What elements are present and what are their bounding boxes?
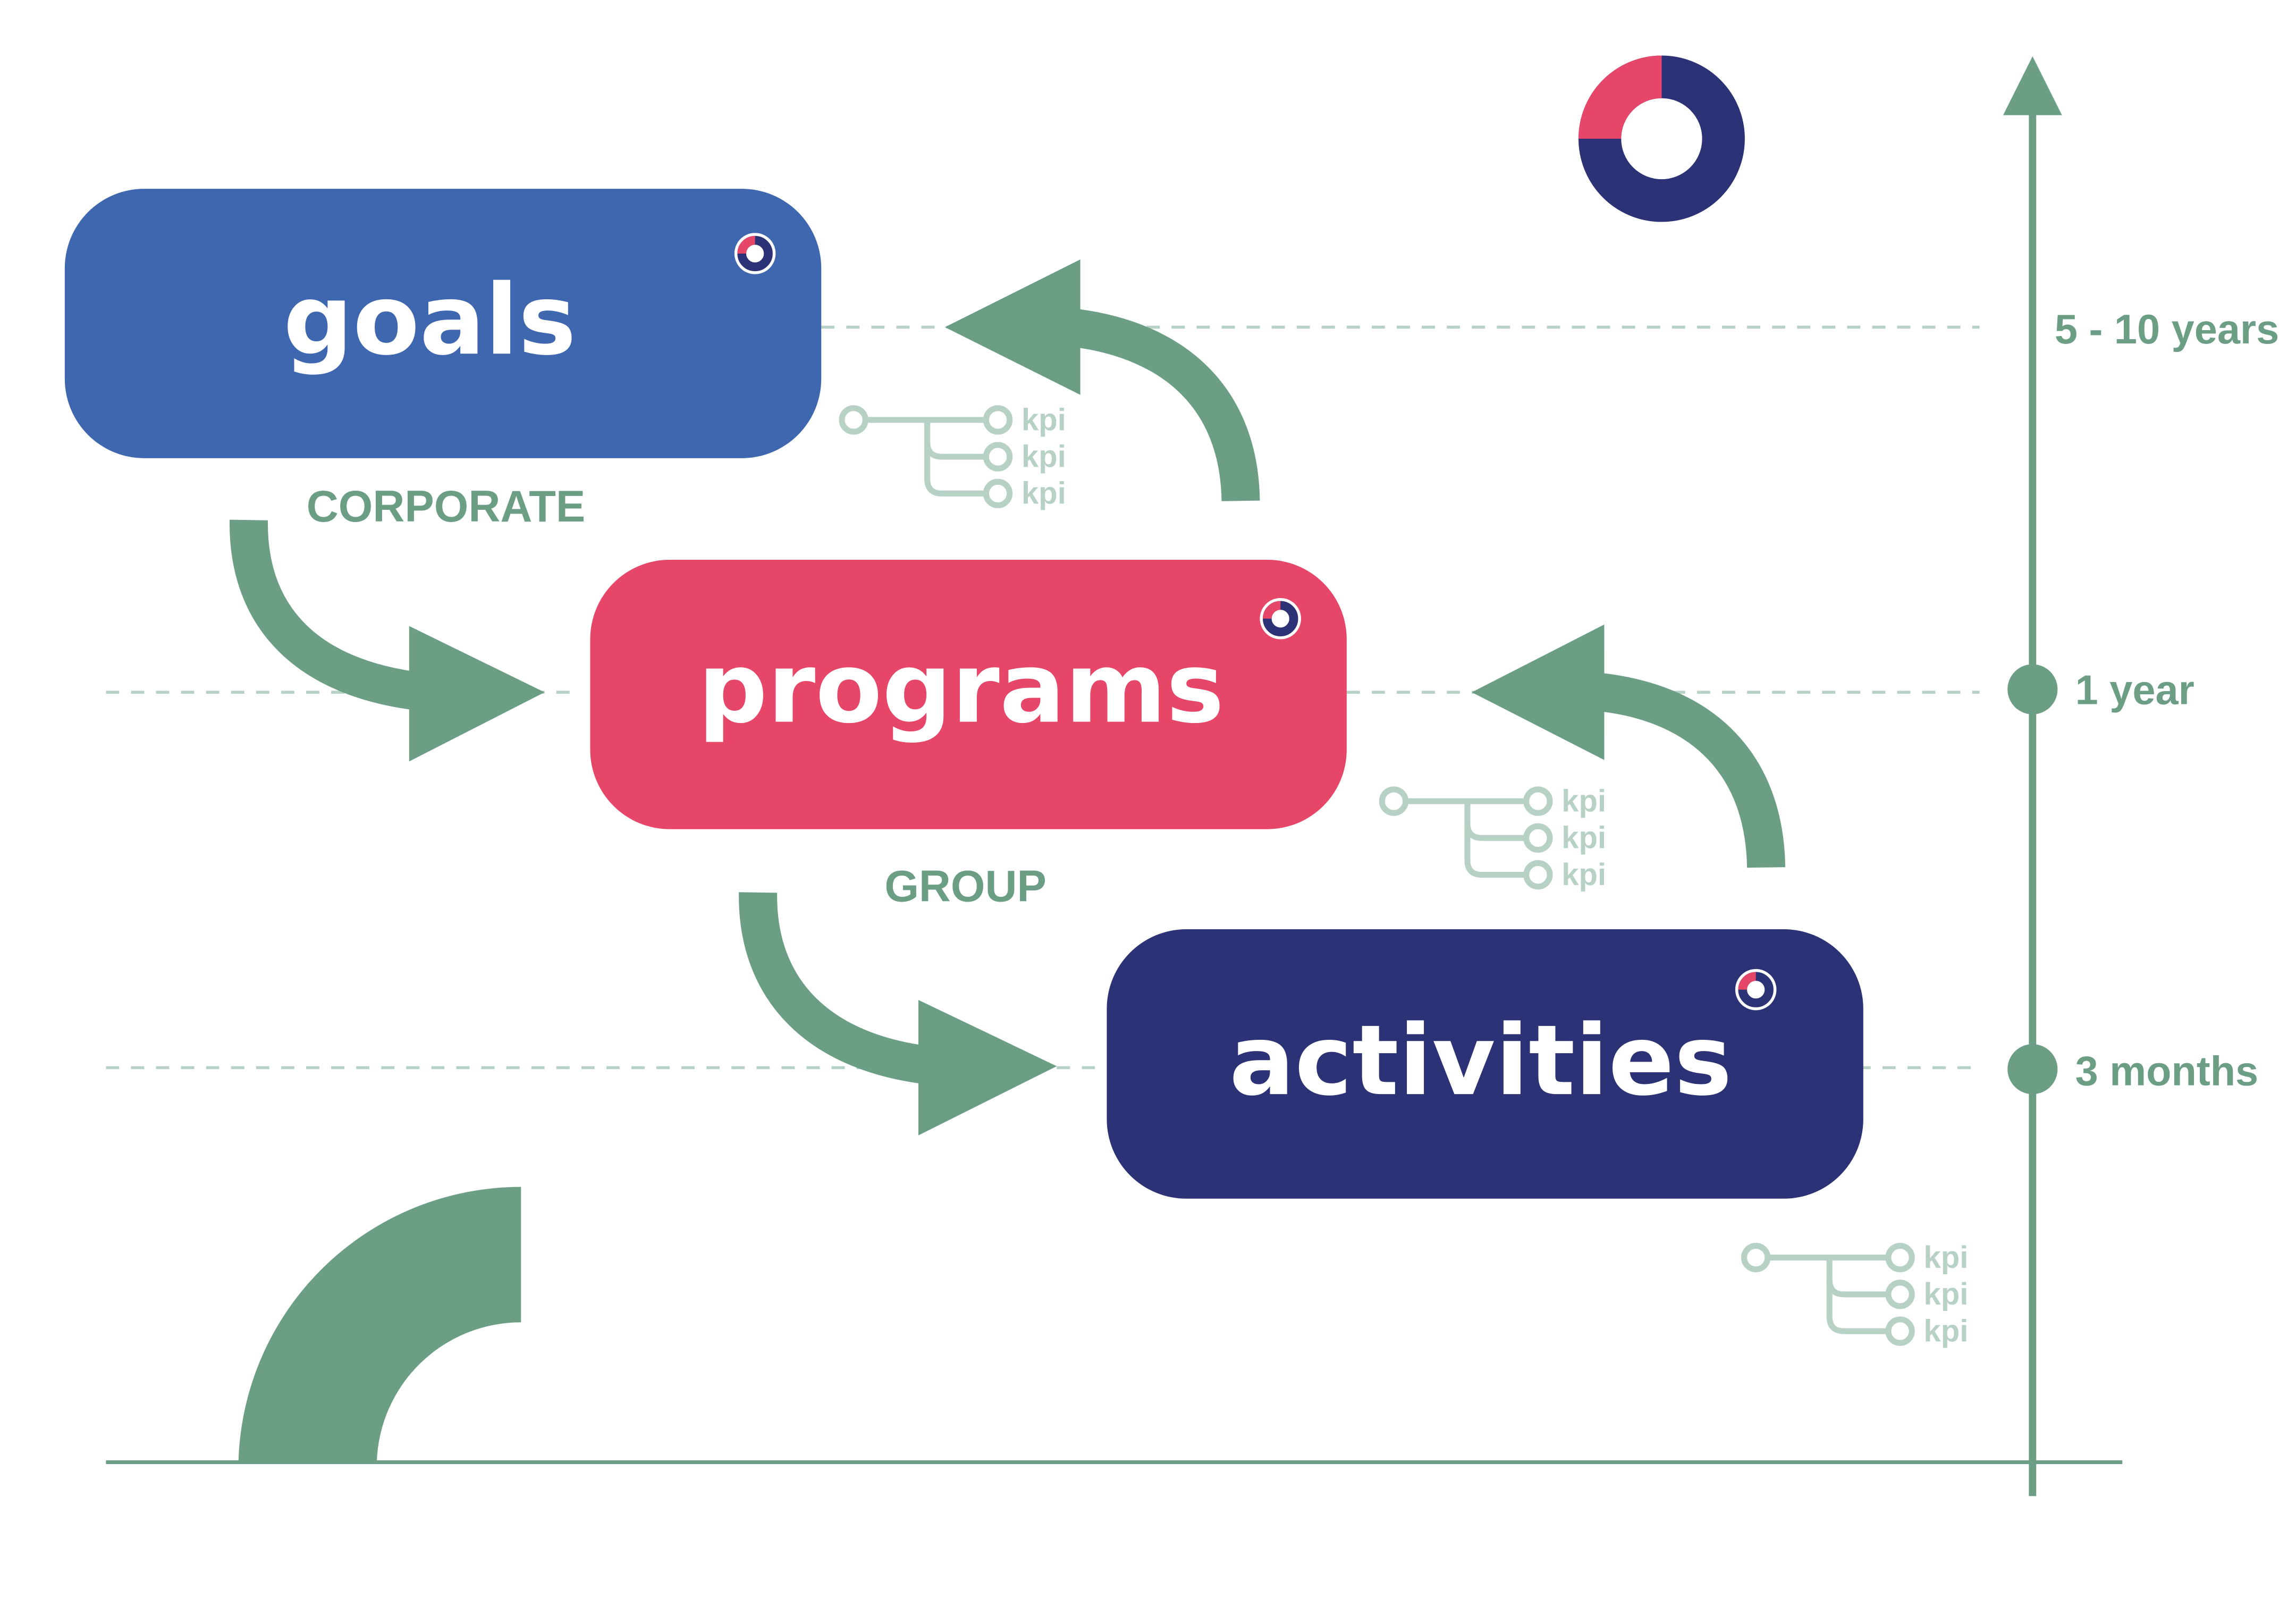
flow-arrows xyxy=(229,259,1786,1136)
kpi-label: kpi xyxy=(1923,1277,1968,1311)
timeline-label-1-year: 1 year xyxy=(2075,667,2194,713)
kpi-tree-programs-icon: kpi kpi kpi xyxy=(1379,784,1606,892)
timeline-dot-3-months xyxy=(2007,1044,2058,1095)
goals-title: goals xyxy=(283,264,576,377)
curved-arrow-programs-to-activities-icon xyxy=(739,892,1057,1136)
activities-card: activities xyxy=(1107,929,1863,1199)
timeline-arrow-up-icon xyxy=(2003,56,2062,115)
activities-box xyxy=(1107,929,1863,1199)
goals-card: goals CORPORATE xyxy=(64,189,822,531)
goals-box xyxy=(64,189,822,458)
kpi-label: kpi xyxy=(1923,1314,1968,1348)
curved-arrow-programs-to-goals-icon xyxy=(944,259,1260,502)
timeline-label-5-10-years: 5 - 10 years xyxy=(2055,307,2279,352)
curved-arrow-goals-to-programs-icon xyxy=(229,519,545,762)
programs-title: programs xyxy=(698,632,1224,745)
kpi-label: kpi xyxy=(1561,821,1606,855)
programs-donut-progress-icon xyxy=(1260,598,1301,640)
kpi-label: kpi xyxy=(1022,402,1066,437)
donut-progress-large-icon xyxy=(1578,55,1745,222)
timeline-label-3-months: 3 months xyxy=(2075,1049,2259,1095)
kpi-label: kpi xyxy=(1561,857,1606,892)
kpi-label: kpi xyxy=(1561,784,1606,819)
programs-card: programs GROUP xyxy=(590,559,1347,911)
programs-box xyxy=(590,559,1347,829)
kpi-tree-activities-icon: kpi kpi kpi xyxy=(1741,1240,1968,1348)
activities-donut-progress-icon xyxy=(1735,969,1777,1011)
goals-donut-progress-icon xyxy=(734,233,776,274)
kpi-tree-goals-icon: kpi kpi kpi xyxy=(839,402,1066,511)
kpi-label: kpi xyxy=(1923,1240,1968,1275)
kpi-label: kpi xyxy=(1022,476,1066,511)
kpi-label: kpi xyxy=(1022,440,1066,474)
programs-sublabel: GROUP xyxy=(884,861,1046,911)
activities-title: activities xyxy=(1229,1004,1732,1117)
goals-sublabel: CORPORATE xyxy=(307,482,586,531)
decorative-quarter-arc xyxy=(238,1187,521,1462)
timeline-dot-1-year xyxy=(2007,664,2058,714)
curved-arrow-activities-to-programs-icon xyxy=(1472,624,1786,868)
timeline-axis: 5 - 10 years 1 year 3 months xyxy=(2003,56,2279,1496)
